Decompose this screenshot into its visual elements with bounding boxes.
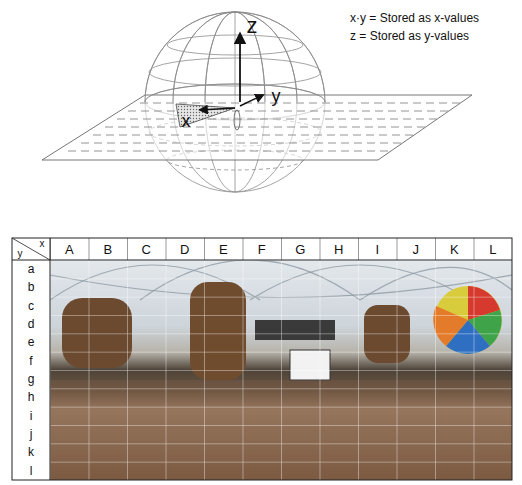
row-header: a [28, 263, 35, 275]
sphere-upper [145, 12, 325, 102]
note: z = Stored as y-values [350, 30, 469, 42]
row-header: h [28, 391, 35, 403]
axis-label: y [272, 87, 281, 105]
column-header: L [489, 243, 496, 256]
row-header: e [28, 336, 35, 348]
corner-header: x [40, 239, 45, 249]
row-header: j [30, 428, 33, 440]
x-axis [200, 108, 235, 110]
corner-header: y [18, 249, 23, 259]
row-header: i [30, 410, 33, 422]
row-header: l [30, 465, 33, 477]
column-header: G [295, 243, 305, 256]
y-axis [240, 95, 263, 106]
viewer [234, 110, 240, 130]
row-header: f [29, 355, 32, 367]
column-header: A [65, 243, 74, 256]
plane [42, 95, 472, 160]
column-header: I [375, 243, 379, 256]
column-header: F [258, 243, 266, 256]
row-header: g [28, 373, 35, 385]
column-header: H [334, 243, 343, 256]
row-header: b [28, 281, 35, 293]
row-header: k [28, 446, 34, 458]
column-header: K [450, 243, 459, 256]
axis-label: x [182, 112, 191, 130]
row-header: c [28, 300, 34, 312]
column-header: D [180, 243, 189, 256]
column-header: C [142, 243, 151, 256]
column-header: E [219, 243, 228, 256]
axis-label: z [247, 15, 258, 37]
column-header: J [413, 243, 420, 256]
row-header: d [28, 318, 35, 330]
panorama [50, 260, 512, 480]
z-axis [239, 34, 241, 102]
column-header: B [103, 243, 112, 256]
table-frame [12, 238, 512, 480]
note: x·y = Stored as x-values [350, 12, 479, 24]
